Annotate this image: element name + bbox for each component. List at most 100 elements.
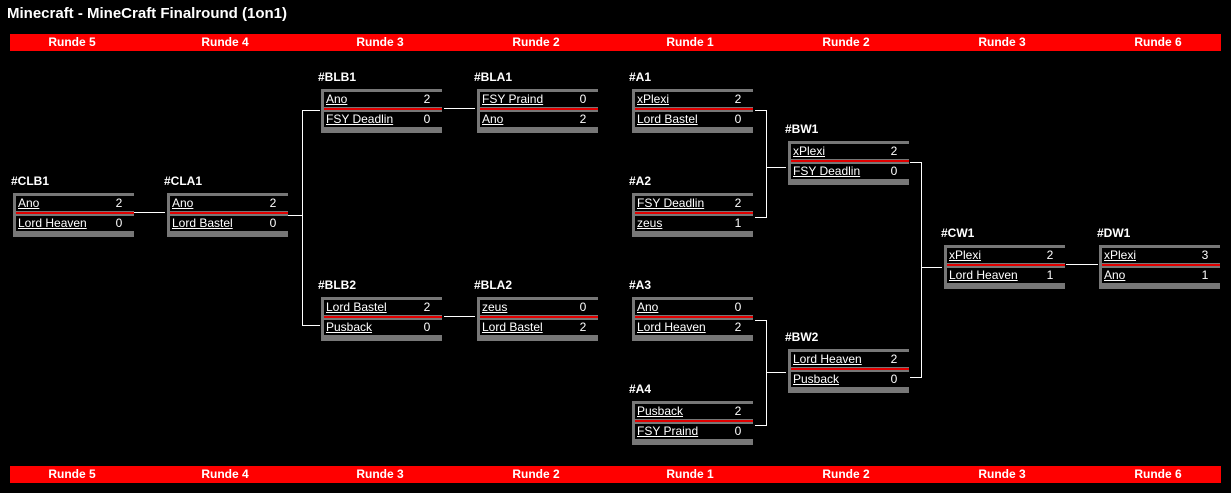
winner-separator xyxy=(791,368,909,370)
player-row: Lord Heaven 0 xyxy=(16,216,134,231)
bracket-connector xyxy=(766,372,786,373)
match-id: #BLA1 xyxy=(474,70,513,84)
bracket-connector xyxy=(766,167,786,168)
player-link[interactable]: xPlexi xyxy=(637,92,670,106)
bracket-connector xyxy=(755,320,767,321)
player-row: FSY Praind 0 xyxy=(480,92,598,107)
bracket-connector xyxy=(444,108,475,109)
player-row: FSY Deadlin 2 xyxy=(635,196,753,211)
player-link[interactable]: Lord Bastel xyxy=(482,320,543,334)
player-link[interactable]: Ano xyxy=(637,300,659,314)
winner-separator xyxy=(635,316,753,318)
round-label: Runde 5 xyxy=(48,467,96,481)
round-label: Runde 3 xyxy=(356,467,404,481)
player-link[interactable]: xPlexi xyxy=(1104,248,1137,262)
winner-separator xyxy=(635,420,753,422)
player-link[interactable]: xPlexi xyxy=(793,144,826,158)
player-link[interactable]: Lord Bastel xyxy=(172,216,233,230)
player-link[interactable]: FSY Deadlin xyxy=(326,112,394,126)
bracket-connector xyxy=(288,215,303,216)
player-score: 2 xyxy=(423,300,431,314)
match-id: #BLA2 xyxy=(474,278,513,292)
winner-separator xyxy=(170,212,288,214)
player-score: 0 xyxy=(423,112,431,126)
player-link[interactable]: Lord Heaven xyxy=(637,320,706,334)
round-label: Runde 4 xyxy=(201,467,249,481)
player-row: Pusback 2 xyxy=(635,404,753,419)
player-link[interactable]: xPlexi xyxy=(949,248,982,262)
player-score: 0 xyxy=(890,164,898,178)
round-label: Runde 6 xyxy=(1134,467,1182,481)
player-link[interactable]: zeus xyxy=(482,300,508,314)
player-link[interactable]: Ano xyxy=(172,196,194,210)
player-link[interactable]: FSY Deadlin xyxy=(637,196,705,210)
player-link[interactable]: zeus xyxy=(637,216,663,230)
player-score: 2 xyxy=(579,320,587,334)
round-label: Runde 2 xyxy=(512,35,560,49)
player-link[interactable]: Lord Bastel xyxy=(637,112,698,126)
player-score: 0 xyxy=(579,92,587,106)
player-link[interactable]: Ano xyxy=(482,112,504,126)
player-link[interactable]: Lord Heaven xyxy=(793,352,862,366)
match-box-a4: Pusback 2 FSY Praind 0 xyxy=(632,401,753,445)
bracket-connector xyxy=(134,212,165,213)
player-link[interactable]: Lord Heaven xyxy=(949,268,1018,282)
match-box-bla2: zeus 0 Lord Bastel 2 xyxy=(477,297,598,341)
round-label: Runde 1 xyxy=(666,35,714,49)
player-score: 2 xyxy=(734,196,742,210)
player-link[interactable]: FSY Deadlin xyxy=(793,164,861,178)
match-id: #A1 xyxy=(629,70,652,84)
player-link[interactable]: Ano xyxy=(326,92,348,106)
player-row: Lord Bastel 2 xyxy=(324,300,442,315)
match-id: #CW1 xyxy=(941,226,975,240)
match-id: #CLA1 xyxy=(164,174,203,188)
player-score: 0 xyxy=(734,424,742,438)
player-link[interactable]: Pusback xyxy=(637,404,684,418)
player-score: 0 xyxy=(115,216,123,230)
match-id: #BLB2 xyxy=(318,278,357,292)
winner-separator xyxy=(947,264,1065,266)
player-link[interactable]: Ano xyxy=(1104,268,1126,282)
player-link[interactable]: FSY Praind xyxy=(482,92,544,106)
player-link[interactable]: FSY Praind xyxy=(637,424,699,438)
player-link[interactable]: Lord Heaven xyxy=(18,216,87,230)
player-row: Lord Bastel 2 xyxy=(480,320,598,335)
round-label: Runde 2 xyxy=(512,467,560,481)
bracket-connector xyxy=(921,162,922,378)
player-row: xPlexi 2 xyxy=(947,248,1065,263)
player-score: 0 xyxy=(734,300,742,314)
player-score: 0 xyxy=(579,300,587,314)
player-link[interactable]: Pusback xyxy=(326,320,373,334)
player-row: Ano 0 xyxy=(635,300,753,315)
player-score: 2 xyxy=(734,404,742,418)
player-link[interactable]: Lord Bastel xyxy=(326,300,387,314)
player-score: 0 xyxy=(734,112,742,126)
player-score: 1 xyxy=(734,216,742,230)
player-link[interactable]: Ano xyxy=(18,196,40,210)
player-score: 2 xyxy=(1046,248,1054,262)
player-link[interactable]: Pusback xyxy=(793,372,840,386)
player-row: Pusback 0 xyxy=(791,372,909,387)
bracket-connector xyxy=(302,110,303,326)
match-box-a2: FSY Deadlin 2 zeus 1 xyxy=(632,193,753,237)
player-score: 0 xyxy=(890,372,898,386)
player-score: 2 xyxy=(269,196,277,210)
player-row: zeus 0 xyxy=(480,300,598,315)
bracket-connector xyxy=(444,316,475,317)
